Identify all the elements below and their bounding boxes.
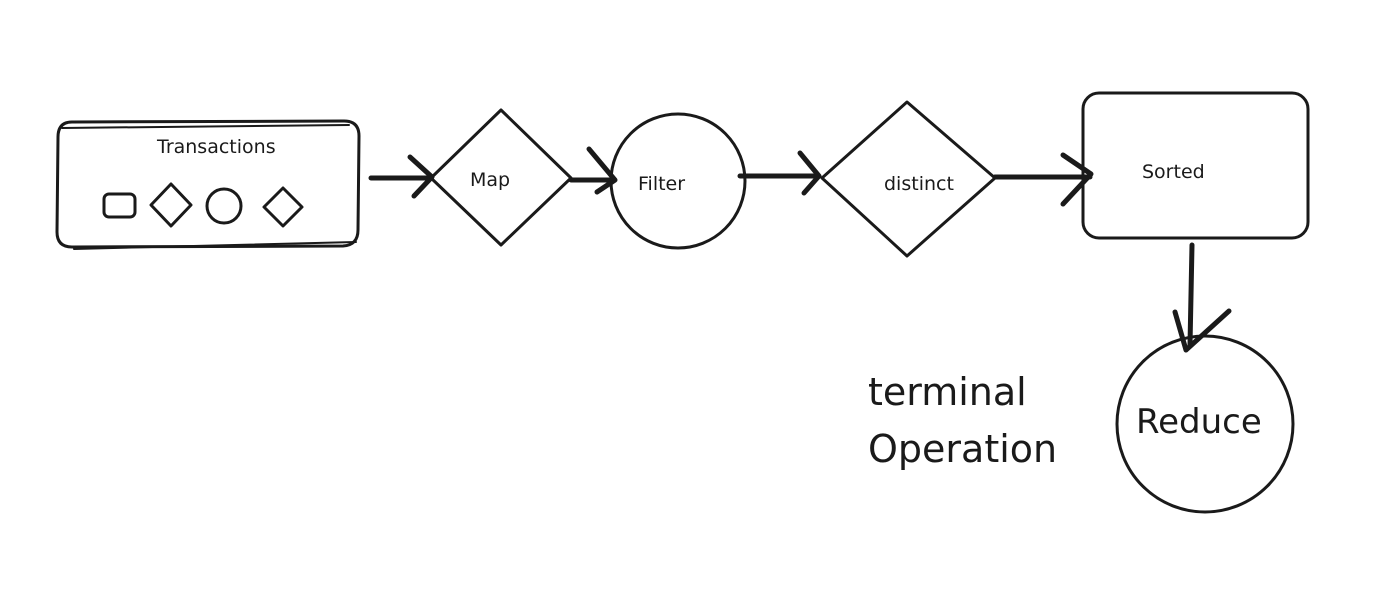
arrow-sorted-to-reduce — [1172, 242, 1232, 353]
item-diamond-shape-2 — [262, 186, 304, 228]
sorted-label: Sorted — [1142, 161, 1205, 183]
filter-label: Filter — [638, 173, 685, 195]
map-node — [429, 108, 573, 247]
arrow-distinct-to-sorted — [992, 152, 1094, 207]
annotation-line-2: Operation — [868, 427, 1057, 471]
transactions-node — [55, 119, 361, 250]
arrow-map-to-filter — [568, 146, 618, 195]
transactions-box — [55, 119, 361, 249]
item-diamond-shape — [149, 182, 193, 228]
distinct-label: distinct — [884, 173, 954, 195]
filter-node — [609, 112, 747, 250]
transactions-label: Transactions — [156, 136, 276, 158]
distinct-node — [820, 100, 997, 258]
reduce-label: Reduce — [1136, 402, 1262, 442]
reduce-node — [1115, 334, 1295, 514]
map-label: Map — [470, 169, 510, 191]
arrow-filter-to-distinct — [737, 150, 822, 196]
sorted-node — [1081, 91, 1310, 240]
annotation-line-1: terminal — [868, 370, 1027, 414]
item-circle-shape — [205, 187, 243, 225]
transactions-box-sketch-edge — [61, 124, 357, 250]
item-rounded-square-shape — [102, 192, 137, 219]
arrow-transactions-to-map — [368, 154, 435, 199]
